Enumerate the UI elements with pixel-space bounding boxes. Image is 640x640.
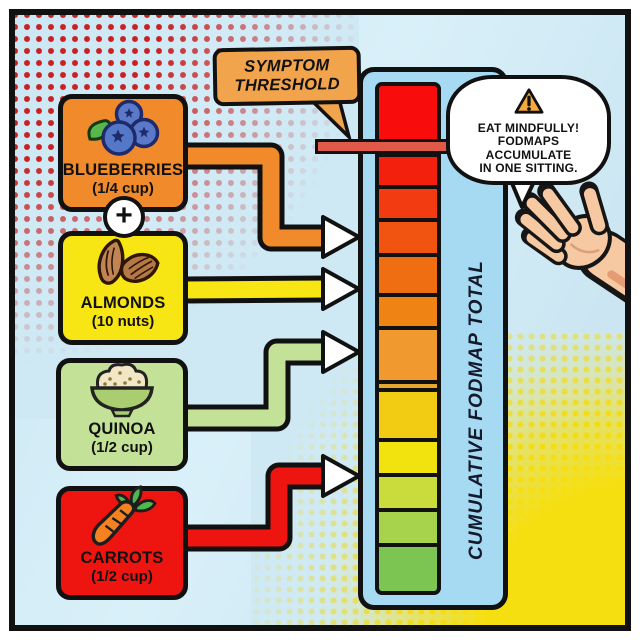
gauge-segment-column [375,82,441,595]
fodmap-gauge: CUMULATIVE FODMAP TOTAL [358,67,508,610]
card-title: QUINOA [88,420,156,439]
card-portion: (1/4 cup) [92,180,154,197]
gauge-segment [379,253,437,293]
threshold-label-line1: SYMPTOM [244,55,330,76]
card-title: BLUEBERRIES [62,161,184,180]
card-title: CARROTS [80,549,164,568]
card-portion: (10 nuts) [91,313,155,330]
symptom-threshold-label: SYMPTOM THRESHOLD [212,45,362,107]
gauge-axis-label: CUMULATIVE FODMAP TOTAL [466,260,487,560]
gauge-segment [379,388,437,438]
card-portion: (1/2 cup) [91,439,153,456]
gauge-segment [379,508,437,543]
gauge-segment [379,293,437,326]
gauge-segment [379,543,437,591]
plus-icon: + [103,196,145,238]
gauge-segment [379,185,437,218]
bubble-text-line: ACCUMULATE [485,147,572,162]
threshold-label-line2: THRESHOLD [234,75,340,95]
gauge-segment [379,438,437,473]
card-title: ALMONDS [80,294,166,313]
gauge-segment [379,473,437,508]
blueberries-icon [79,99,167,161]
card-quinoa: QUINOA (1/2 cup) [56,358,188,471]
card-carrots: CARROTS (1/2 cup) [56,485,188,600]
card-blueberries: BLUEBERRIES (1/4 cup) [58,94,188,212]
bubble-text-line: EAT MINDFULLY! [477,120,580,135]
speech-bubble: EAT MINDFULLY! FODMAPS ACCUMULATE IN ONE… [446,75,611,185]
quinoa-bowl-icon [78,358,166,420]
gauge-segment [379,153,437,185]
bubble-text-line: IN ONE SITTING. [479,161,578,175]
bubble-text-line: FODMAPS [497,134,560,148]
gauge-segment [379,326,437,380]
card-almonds: ALMONDS (10 nuts) [58,231,188,345]
card-portion: (1/2 cup) [91,568,153,585]
panel-interior: CUMULATIVE FODMAP TOTAL [9,9,631,631]
open-hand-icon [514,181,631,307]
warning-triangle-icon [512,87,546,120]
almonds-icon [79,234,167,294]
threshold-line [315,139,461,154]
carrot-icon [78,485,166,549]
gauge-segment [379,218,437,253]
gauge-segment [379,380,437,388]
